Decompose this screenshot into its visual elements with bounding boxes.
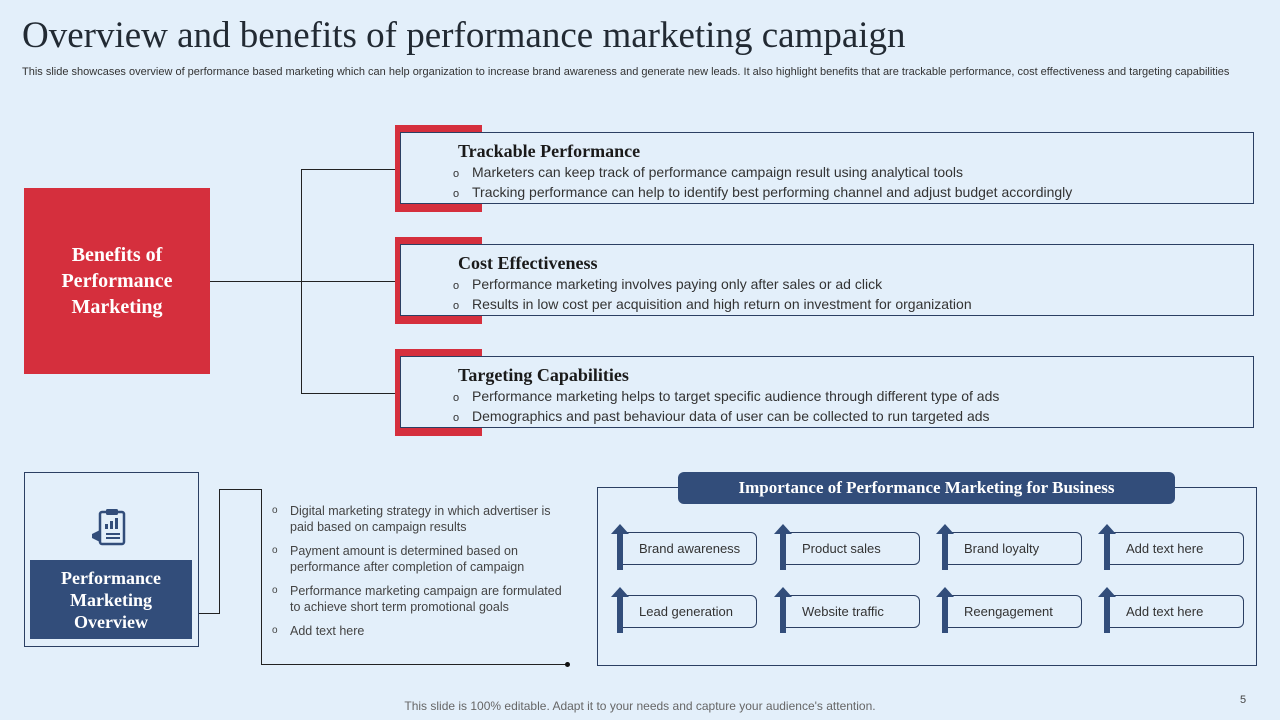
slide-title: Overview and benefits of performance mar… xyxy=(22,15,906,56)
benefits-label: Benefits of Performance Marketing xyxy=(61,244,173,318)
arrow-up-icon xyxy=(611,587,629,633)
connector-line xyxy=(261,489,262,665)
arrow-up-icon xyxy=(1098,524,1116,570)
connector-line xyxy=(261,664,568,665)
connector-end-dot xyxy=(565,662,570,667)
benefits-box: Benefits of Performance Marketing xyxy=(24,188,210,374)
importance-item: Product sales xyxy=(774,524,920,570)
importance-frame xyxy=(597,487,1257,666)
arrow-up-icon xyxy=(774,587,792,633)
importance-item: Brand loyalty xyxy=(936,524,1082,570)
importance-item-label: Product sales xyxy=(802,541,881,556)
importance-item-box xyxy=(1104,595,1244,628)
connector-line xyxy=(219,489,262,490)
connector-line xyxy=(199,613,220,614)
card-title: Cost Effectiveness xyxy=(458,253,598,273)
clipboard-megaphone-icon xyxy=(92,509,126,546)
importance-item-label: Website traffic xyxy=(802,604,884,619)
importance-header: Importance of Performance Marketing for … xyxy=(678,472,1175,504)
importance-item: Brand awareness xyxy=(611,524,757,570)
importance-item-box xyxy=(780,595,920,628)
importance-item-box xyxy=(1104,532,1244,565)
card-title: Targeting Capabilities xyxy=(458,365,629,385)
footer-text: This slide is 100% editable. Adapt it to… xyxy=(404,699,876,713)
importance-item-label: Reengagement xyxy=(964,604,1053,619)
overview-label-box: Performance Marketing Overview xyxy=(30,560,192,639)
importance-item-label: Brand awareness xyxy=(639,541,741,556)
arrow-up-icon xyxy=(936,587,954,633)
importance-item-label: Add text here xyxy=(1126,604,1204,619)
arrow-up-icon xyxy=(774,524,792,570)
importance-item-label: Brand loyalty xyxy=(964,541,1040,556)
arrow-up-icon xyxy=(936,524,954,570)
connector-line xyxy=(301,393,395,394)
importance-item-box xyxy=(942,532,1082,565)
slide-subtitle: This slide showcases overview of perform… xyxy=(22,66,1230,78)
importance-item: Lead generation xyxy=(611,587,757,633)
page-number: 5 xyxy=(1240,694,1247,706)
arrow-up-icon xyxy=(611,524,629,570)
card-title: Trackable Performance xyxy=(458,141,641,161)
importance-item-label: Lead generation xyxy=(639,604,733,619)
importance-item-label: Add text here xyxy=(1126,541,1204,556)
importance-item: Reengagement xyxy=(936,587,1082,633)
overview-label: Performance Marketing Overview xyxy=(61,567,161,632)
connector-line xyxy=(210,281,302,282)
connector-line xyxy=(301,281,395,282)
importance-item-box xyxy=(942,595,1082,628)
arrow-up-icon xyxy=(1098,587,1116,633)
connector-line xyxy=(219,489,220,614)
importance-item-box xyxy=(780,532,920,565)
importance-item: Add text here xyxy=(1098,587,1244,633)
importance-item: Add text here xyxy=(1098,524,1244,570)
importance-item: Website traffic xyxy=(774,587,920,633)
connector-line xyxy=(301,169,395,170)
importance-item-box xyxy=(617,595,757,628)
importance-item-box xyxy=(617,532,757,565)
